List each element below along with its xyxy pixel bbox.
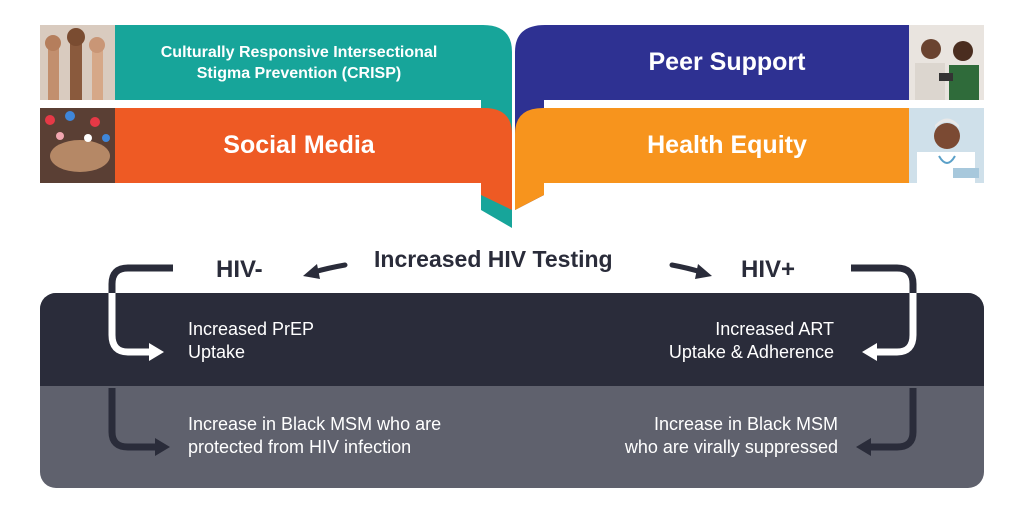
protected-flow-arrow-icon — [108, 388, 170, 456]
social-media-hand-photo — [40, 108, 115, 183]
peer-support-band — [515, 25, 909, 210]
raised-fists-photo — [40, 25, 115, 100]
arrow-left-icon — [303, 262, 348, 279]
uptake-row — [40, 293, 984, 386]
hiv-positive-label: HIV+ — [741, 256, 796, 283]
peer-support-photo — [909, 25, 984, 100]
suppressed-line1: Increase in Black MSM — [653, 414, 838, 434]
health-equity-label: Health Equity — [647, 131, 807, 159]
art-line2: Uptake & Adherence — [668, 342, 834, 362]
social-media-band — [115, 108, 512, 210]
prep-uptake-text: Increased PrEP Uptake — [188, 318, 314, 364]
crisp-band — [115, 25, 512, 228]
protected-text: Increase in Black MSM who are protected … — [188, 413, 441, 459]
protected-line1: Increase in Black MSM who are — [188, 414, 442, 434]
peer-support-label: Peer Support — [648, 48, 806, 76]
arrow-right-icon — [669, 262, 712, 279]
prep-line2: Uptake — [188, 342, 246, 362]
suppressed-text: Increase in Black MSM who are virally su… — [625, 413, 838, 459]
health-equity-band — [515, 108, 909, 210]
social-media-label: Social Media — [223, 131, 375, 159]
crisp-label-line2: Stigma Prevention (CRISP) — [196, 64, 402, 82]
outcomes-panel — [40, 293, 984, 488]
prep-line1: Increased PrEP — [188, 319, 315, 339]
crisp-label: Culturally Responsive Intersectional Sti… — [115, 25, 483, 100]
art-flow-arrow-icon — [851, 264, 917, 361]
suppressed-flow-arrow-icon — [856, 388, 917, 456]
protected-line2: protected from HIV infection — [188, 437, 412, 457]
prep-flow-arrow-icon — [108, 264, 173, 361]
doctor-photo — [909, 108, 984, 183]
suppressed-line2: who are virally suppressed — [624, 437, 838, 457]
intervention-bands — [115, 25, 909, 228]
increased-testing-label: Increased HIV Testing — [374, 246, 613, 272]
hiv-negative-label: HIV- — [216, 256, 263, 283]
art-uptake-text: Increased ART Uptake & Adherence — [669, 318, 834, 364]
crisp-label-line1: Culturally Responsive Intersectional — [160, 43, 438, 61]
art-line1: Increased ART — [715, 319, 834, 339]
